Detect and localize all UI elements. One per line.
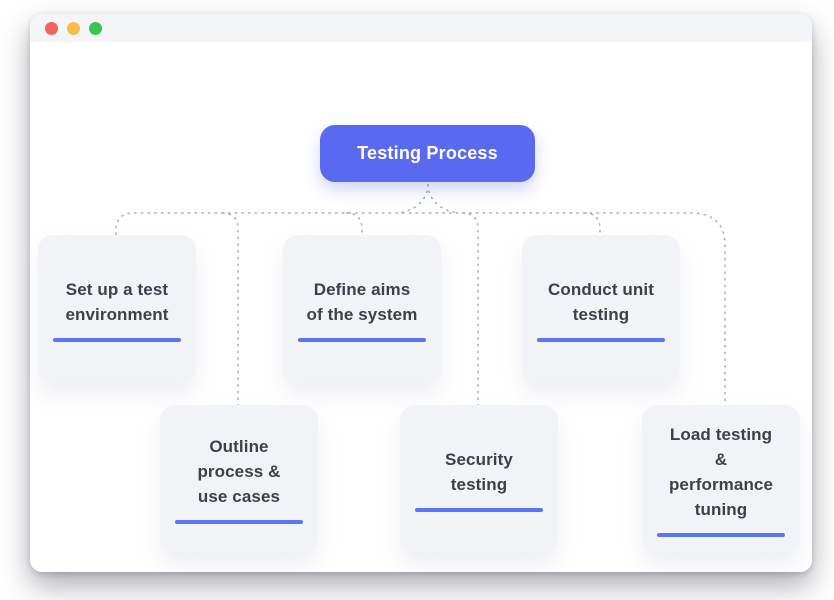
connector-drop-outline [221,212,239,405]
connector-fork-left [397,183,429,214]
node-label: Outline process & use cases [197,437,281,506]
node-label: Set up a test environment [65,279,169,324]
node-security-testing[interactable]: Security testing [400,405,558,553]
node-underline [415,507,543,512]
connector-drop-conduct-unit [583,212,601,235]
node-load-testing-perf-tuning[interactable]: Load testing & performance tuning [642,405,800,553]
node-set-up-test-environment[interactable]: Set up a test environment [38,235,196,383]
node-outline-process-use-cases[interactable]: Outline process & use cases [160,405,318,553]
maximize-button[interactable] [89,21,102,35]
node-label: Define aims of the system [306,279,418,324]
connector-fork-right [427,183,459,214]
node-underline [537,337,665,342]
node-underline [175,520,303,524]
connector-main-rail [115,212,726,405]
node-underline [53,337,181,342]
minimize-button[interactable] [67,21,80,35]
diagram-canvas: Testing Process Set up a test environmen… [30,42,812,572]
window-titlebar [30,14,812,42]
connector-drop-security [461,212,479,405]
node-define-aims-of-system[interactable]: Define aims of the system [283,235,441,383]
node-underline [298,337,426,342]
node-label: Security testing [445,449,513,494]
node-label: Load testing & performance tuning [668,424,774,519]
app-window: Testing Process Set up a test environmen… [30,14,812,572]
close-button[interactable] [45,21,58,35]
node-label: Conduct unit testing [547,279,654,324]
root-node-label: Testing Process [357,143,498,163]
root-node-testing-process[interactable]: Testing Process [320,125,535,182]
node-conduct-unit-testing[interactable]: Conduct unit testing [522,235,680,383]
node-underline [657,532,785,537]
connector-lines [115,183,726,405]
connector-drop-define-aims [345,212,363,235]
